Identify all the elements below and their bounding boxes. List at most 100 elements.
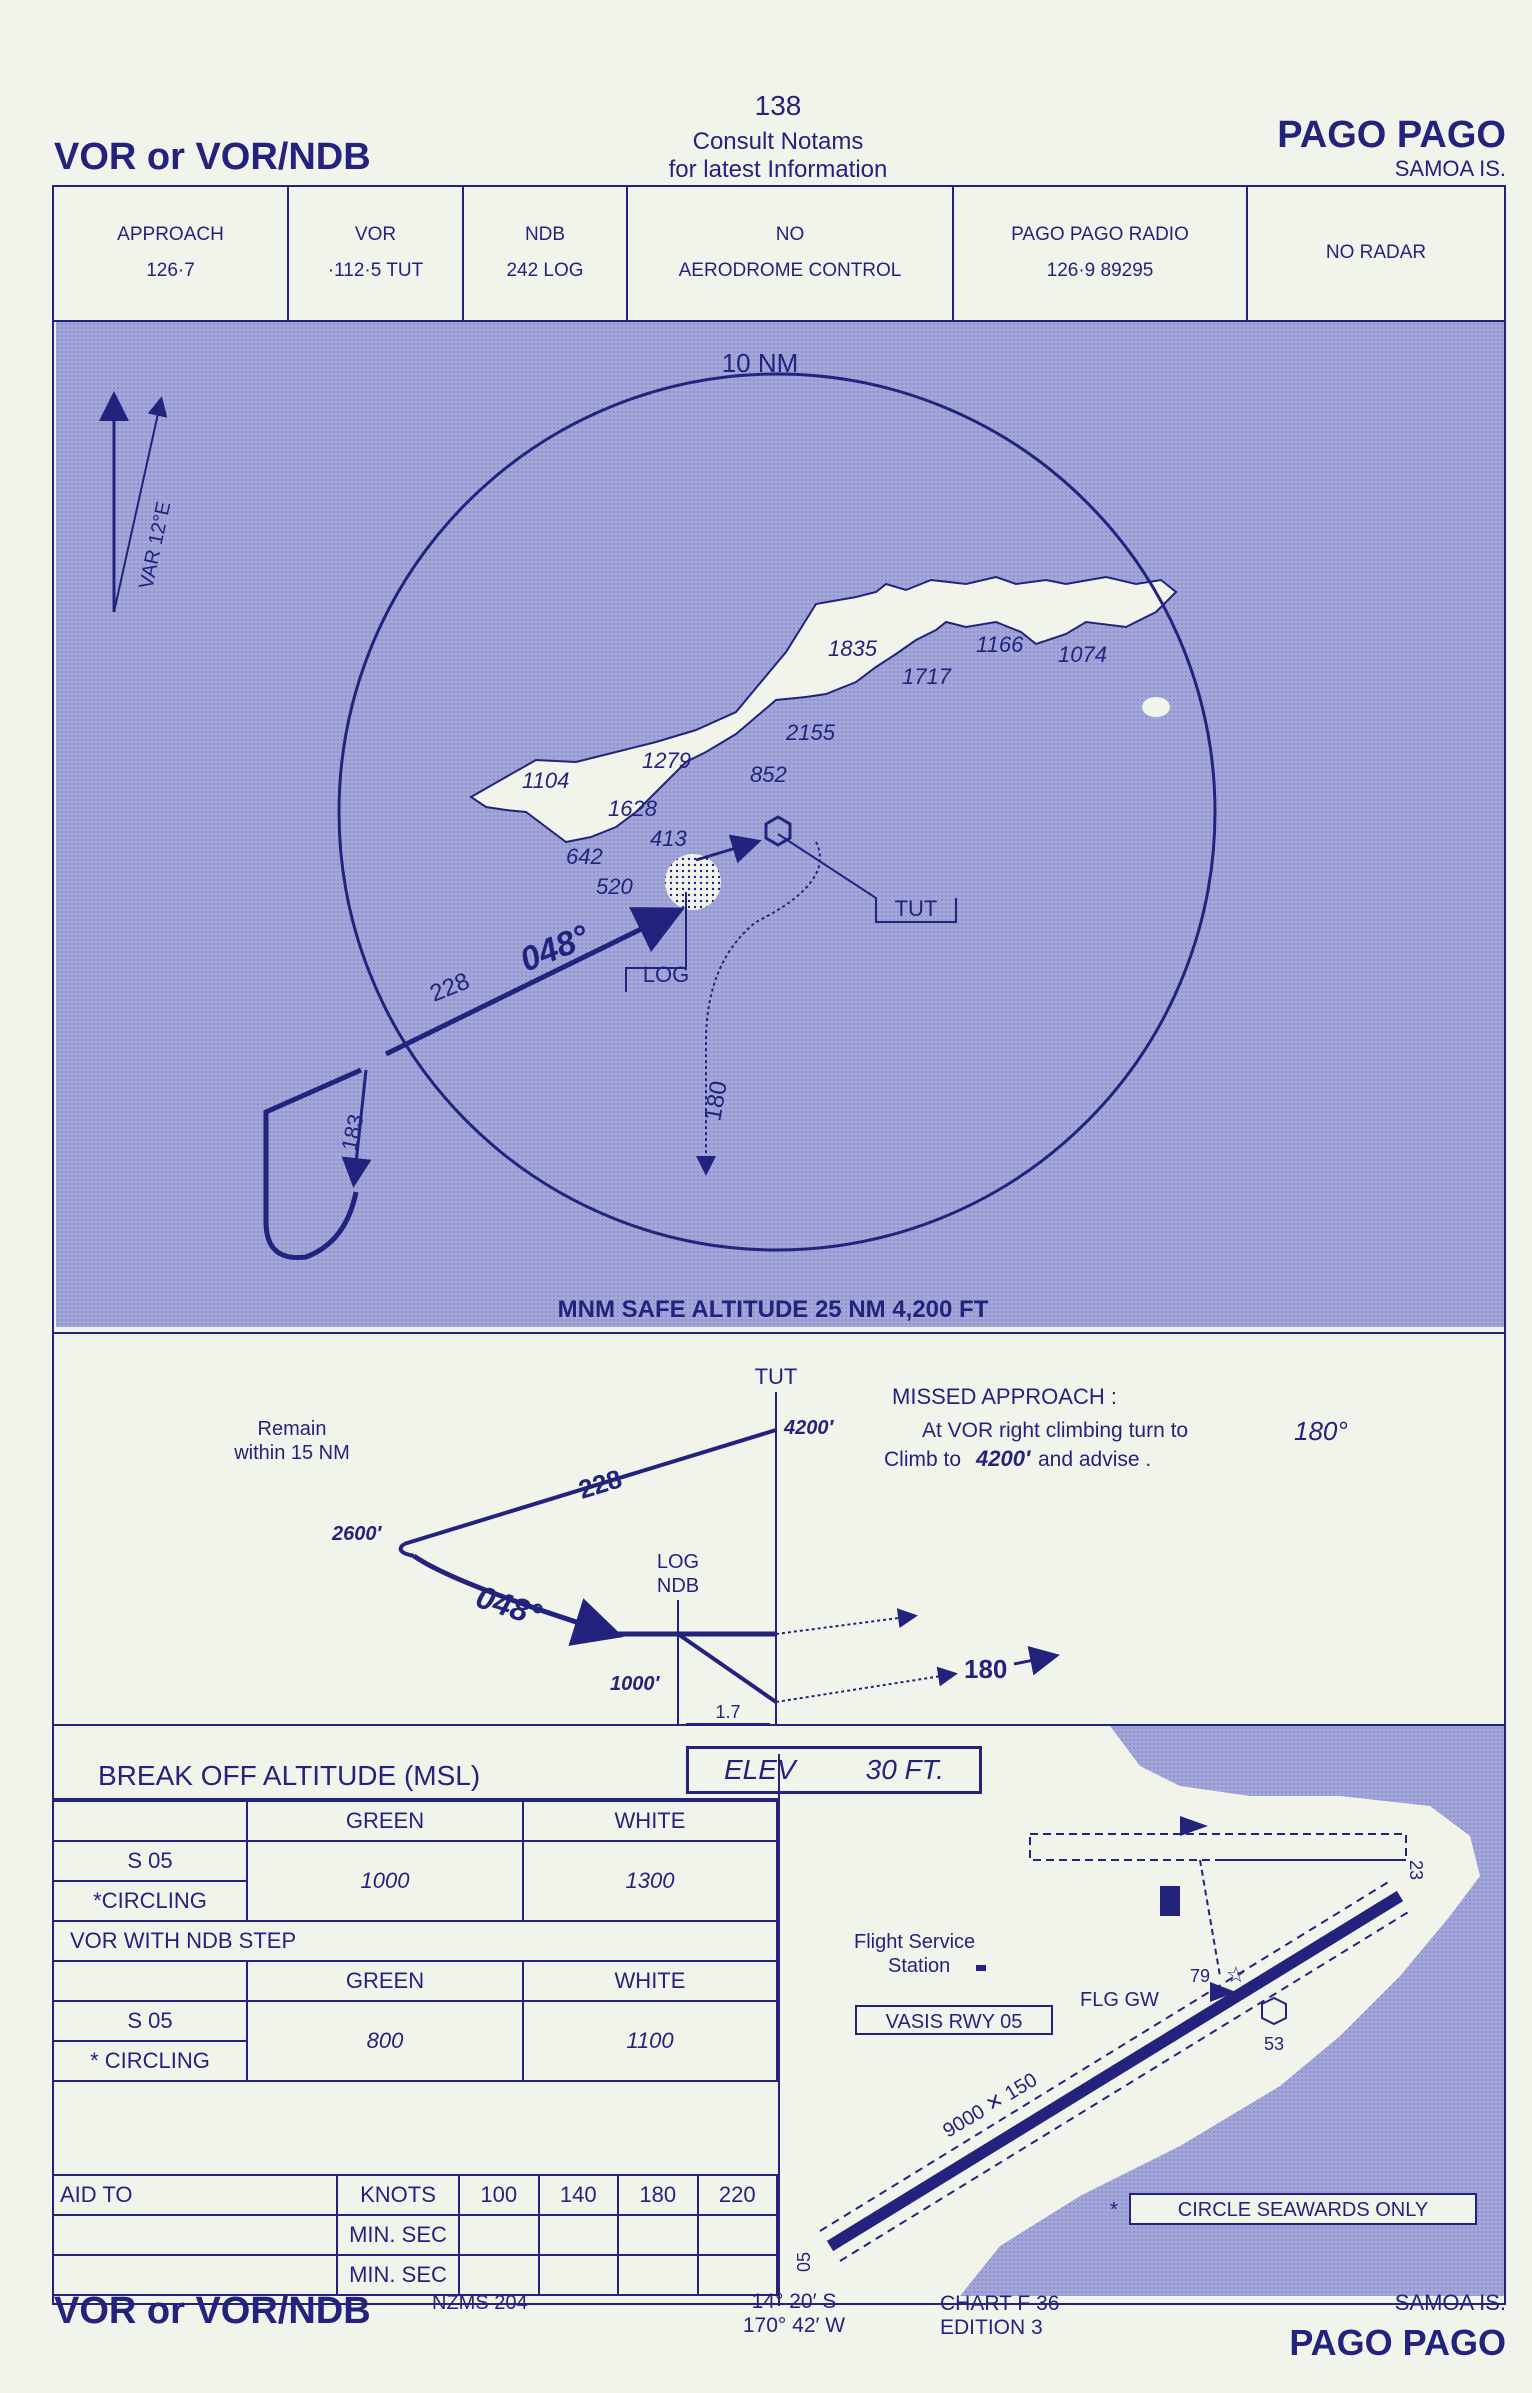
spot-height: 413 [650,826,687,851]
spot-height: 852 [750,762,787,787]
missed-turn-heading: 180° [1294,1416,1348,1446]
time-cell [537,2254,619,2296]
height-79: 79 [1190,1966,1210,1986]
turn-arc [398,1542,415,1558]
msa-label: MNM SAFE ALTITUDE 25 NM 4,200 FT [558,1296,989,1323]
ndb-label: LOG [643,962,689,987]
spot-height: 1835 [828,636,878,661]
vor-green-value: 1000 [246,1840,524,1922]
missed-track-arrow [1013,1645,1060,1676]
elev-label: ELEV [724,1754,796,1785]
notam-line-2: for latest Information [668,156,888,183]
region-label: SAMOA IS. [1394,156,1506,181]
final-descent [676,1632,778,1704]
fix-label: TUT [755,1364,798,1389]
minima-and-aerodrome: ELEV 30 FT. BREAK OFF ALTITUDE (MSL) GRE… [54,1724,1504,2306]
runway-23-label: 23 [1406,1860,1426,1880]
ndb-callout-line [625,892,687,992]
distance-label: 1.7 [715,1702,740,1722]
row-circling: *CIRCLING [54,1880,248,1922]
freq-title: APPROACH [117,223,224,245]
freq-title: NDB [524,223,566,245]
magnetic-north-arrow [113,396,168,613]
missed-line-2a: Climb to [884,1448,961,1471]
missed-altitude: 4200′ [975,1446,1032,1471]
freq-vor: VOR ·112·5 TUT [289,186,464,320]
blank-cell [54,2254,338,2296]
speed-cell: 220 [696,2174,778,2216]
ndb-line-2: NDB [657,1575,699,1597]
turn-altitude: 2600′ [331,1523,382,1545]
star-icon: ☆ [1226,1962,1246,1987]
flg-gw-label: FLG GW [1080,1989,1159,2011]
wind-arrow [1210,1982,1236,2002]
knots-label: KNOTS [336,2174,460,2216]
spot-height: 1166 [976,632,1024,657]
freq-approach: APPROACH 126·7 [54,186,289,320]
vor-callout-line [777,833,957,923]
vor-label: TUT [895,896,938,921]
inbound-label: 048° [472,1578,546,1633]
remain-line-1: Remain [258,1418,327,1440]
tutuila-island [469,575,1178,844]
spot-height: 520 [596,874,633,899]
time-cell [458,2214,540,2256]
minima-title: BREAK OFF ALTITUDE (MSL) [54,1754,778,1800]
ten-nm-ring [337,372,1217,1252]
time-cell [537,2214,619,2256]
latitude: 14° 20′ S [751,2290,837,2313]
spot-heights: 1835 1717 1166 1074 2155 852 1279 1104 1… [522,632,1107,899]
inbound-leg [412,1553,624,1646]
spot-height: 1717 [902,664,952,689]
step-white-value: 1100 [522,2000,778,2082]
min-sec-label: MIN. SEC [336,2214,460,2256]
fix-altitude: 4200′ [783,1417,834,1439]
plan-view: 10 NM VAR 12°E 1835 1717 1166 1074 2155 … [56,322,1504,1327]
step-title: VOR WITH NDB STEP [54,1920,778,1962]
spot-height: 1074 [1058,642,1107,667]
islet [1142,697,1170,717]
missed-track-label: 180 [964,1654,1007,1684]
speed-cell: 180 [617,2174,699,2216]
col-green: GREEN [246,1800,524,1842]
col-white: WHITE [522,1800,778,1842]
freq-value: 126·9 89295 [1046,260,1154,281]
outbound-leg [403,1428,777,1546]
freq-title: NO [775,223,805,245]
ndb-line-1: LOG [657,1551,699,1573]
missed-climb-upper [775,1608,918,1635]
longitude: 170° 42′ W [742,2314,846,2337]
time-cell [696,2214,778,2256]
row-straight-in: S 05 [54,1840,248,1882]
min-sec-label: MIN. SEC [336,2254,460,2296]
procedure-title: VOR or VOR/NDB [54,136,371,178]
circle-note-asterisk: * [1110,2199,1118,2221]
taxiway [1199,1859,1221,1977]
ndb-vor-track [695,834,762,864]
page-number: 138 [754,90,802,121]
freq-title: PAGO PAGO RADIO [1011,223,1189,245]
aid-to-label: AID TO [54,2174,338,2216]
footer-title: VOR or VOR/NDB [54,2290,371,2332]
outbound-label: 228 [575,1463,625,1504]
col-white: WHITE [522,1960,778,2002]
freq-title: NO RADAR [1325,241,1427,263]
spot-height: 642 [566,844,603,869]
freq-value: 242 LOG [506,260,584,281]
fss-symbol [976,1965,986,1971]
circle-note: CIRCLE SEAWARDS ONLY [1178,2199,1428,2221]
time-cell [617,2254,699,2296]
harbour-shoal [665,854,721,910]
procedure-turn-path [263,1067,363,1261]
row-circling: * CIRCLING [54,2040,248,2082]
spot-height: 1104 [522,768,569,793]
blank-cell [54,1800,248,1842]
terminal-building [1160,1886,1180,1916]
vor-symbol [1261,1996,1287,2026]
time-cell [696,2254,778,2296]
missed-approach-track [696,841,821,1176]
freq-value: 126·7 [146,260,195,281]
freq-radar: NO RADAR [1248,186,1504,320]
